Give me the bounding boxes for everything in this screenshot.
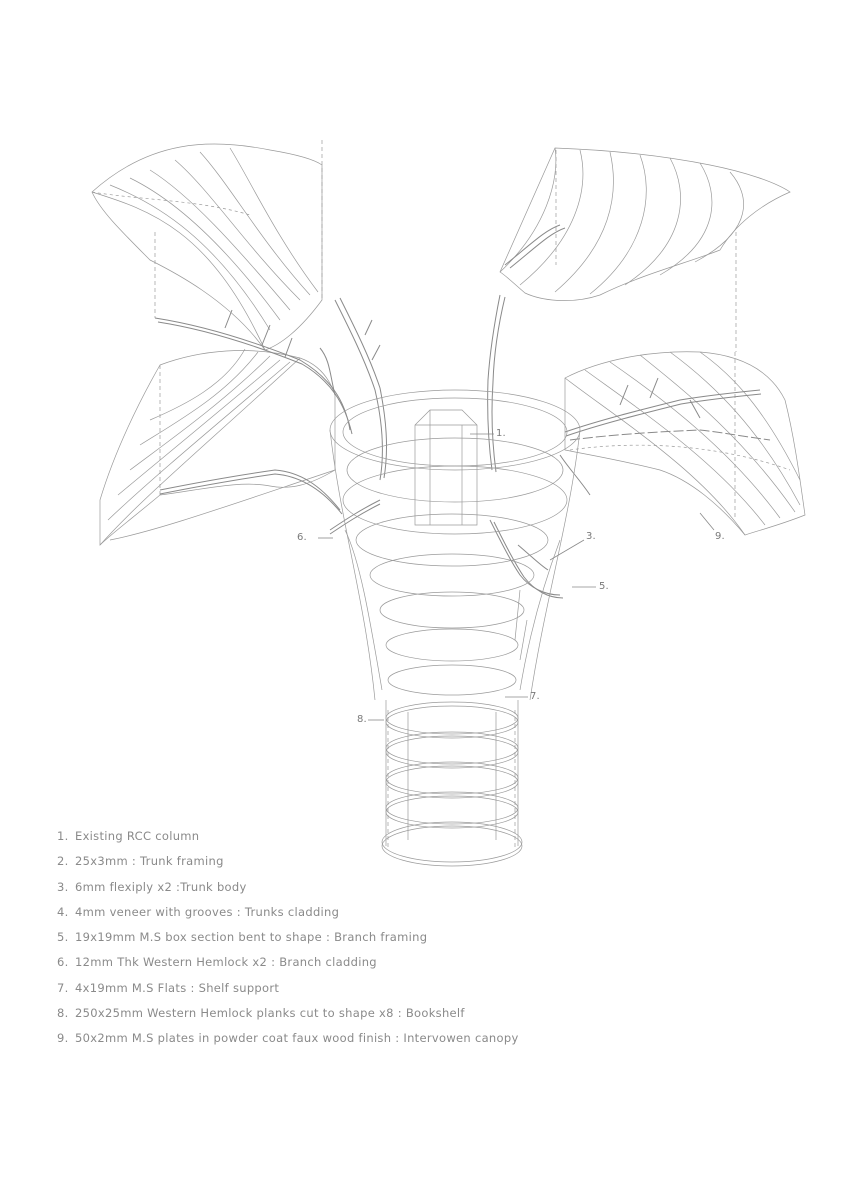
legend-number: 3. bbox=[57, 879, 69, 894]
legend-text: 6mm flexiply x2 :Trunk body bbox=[75, 879, 247, 894]
legend-number: 2. bbox=[57, 854, 69, 869]
legend-item: 1. Existing RCC column bbox=[57, 826, 519, 851]
legend-item: 3. 6mm flexiply x2 :Trunk body bbox=[57, 877, 519, 902]
legend-item: 6. 12mm Thk Western Hemlock x2 : Branch c… bbox=[57, 952, 519, 977]
material-legend: 1. Existing RCC column 2. 25x3mm : Trunk f… bbox=[57, 826, 519, 1054]
legend-text: 19x19mm M.S box section bent to shape : … bbox=[75, 930, 428, 945]
legend-number: 7. bbox=[57, 980, 69, 995]
callout-3: 3. bbox=[586, 531, 596, 542]
legend-text: 12mm Thk Western Hemlock x2 : Branch cla… bbox=[75, 955, 377, 970]
callout-5: 5. bbox=[599, 581, 609, 592]
legend-text: 25x3mm : Trunk framing bbox=[75, 854, 224, 869]
callout-1: 1. bbox=[496, 428, 506, 439]
legend-text: Existing RCC column bbox=[75, 829, 200, 843]
legend-number: 4. bbox=[57, 904, 69, 919]
canopy-panel-top-left bbox=[91, 140, 323, 351]
legend-number: 1. bbox=[57, 829, 69, 843]
branch-framing bbox=[154, 224, 771, 599]
legend-number: 9. bbox=[57, 1031, 69, 1046]
callout-9: 9. bbox=[715, 531, 725, 542]
callout-6: 6. bbox=[297, 532, 307, 543]
callout-8: 8. bbox=[357, 714, 367, 725]
legend-item: 4. 4mm veneer with grooves : Trunks cladd… bbox=[57, 902, 519, 927]
legend-number: 6. bbox=[57, 955, 69, 970]
leader-lines bbox=[318, 433, 715, 721]
rcc-column bbox=[387, 409, 516, 850]
legend-item: 7. 4x19mm M.S Flats : Shelf support bbox=[57, 978, 519, 1003]
canopy-panel-bottom-right bbox=[564, 351, 806, 536]
legend-number: 8. bbox=[57, 1006, 69, 1021]
legend-text: 4x19mm M.S Flats : Shelf support bbox=[75, 980, 280, 995]
legend-item: 8. 250x25mm Western Hemlock planks cut to… bbox=[57, 1003, 519, 1028]
legend-item: 5. 19x19mm M.S box section bent to shape … bbox=[57, 927, 519, 952]
legend-number: 5. bbox=[57, 930, 69, 945]
callout-7: 7. bbox=[530, 691, 540, 702]
trunk-body bbox=[329, 389, 581, 701]
legend-text: 50x2mm M.S plates in powder coat faux wo… bbox=[75, 1031, 519, 1046]
canopy-panel-bottom-left bbox=[99, 348, 336, 546]
legend-text: 4mm veneer with grooves : Trunks claddin… bbox=[75, 904, 340, 919]
legend-item: 2. 25x3mm : Trunk framing bbox=[57, 851, 519, 876]
legend-item: 9. 50x2mm M.S plates in powder coat faux … bbox=[57, 1028, 519, 1053]
canopy-panel-top-right bbox=[499, 147, 791, 352]
legend-text: 250x25mm Western Hemlock planks cut to s… bbox=[75, 1006, 465, 1021]
bookshelf-discs bbox=[381, 700, 523, 867]
